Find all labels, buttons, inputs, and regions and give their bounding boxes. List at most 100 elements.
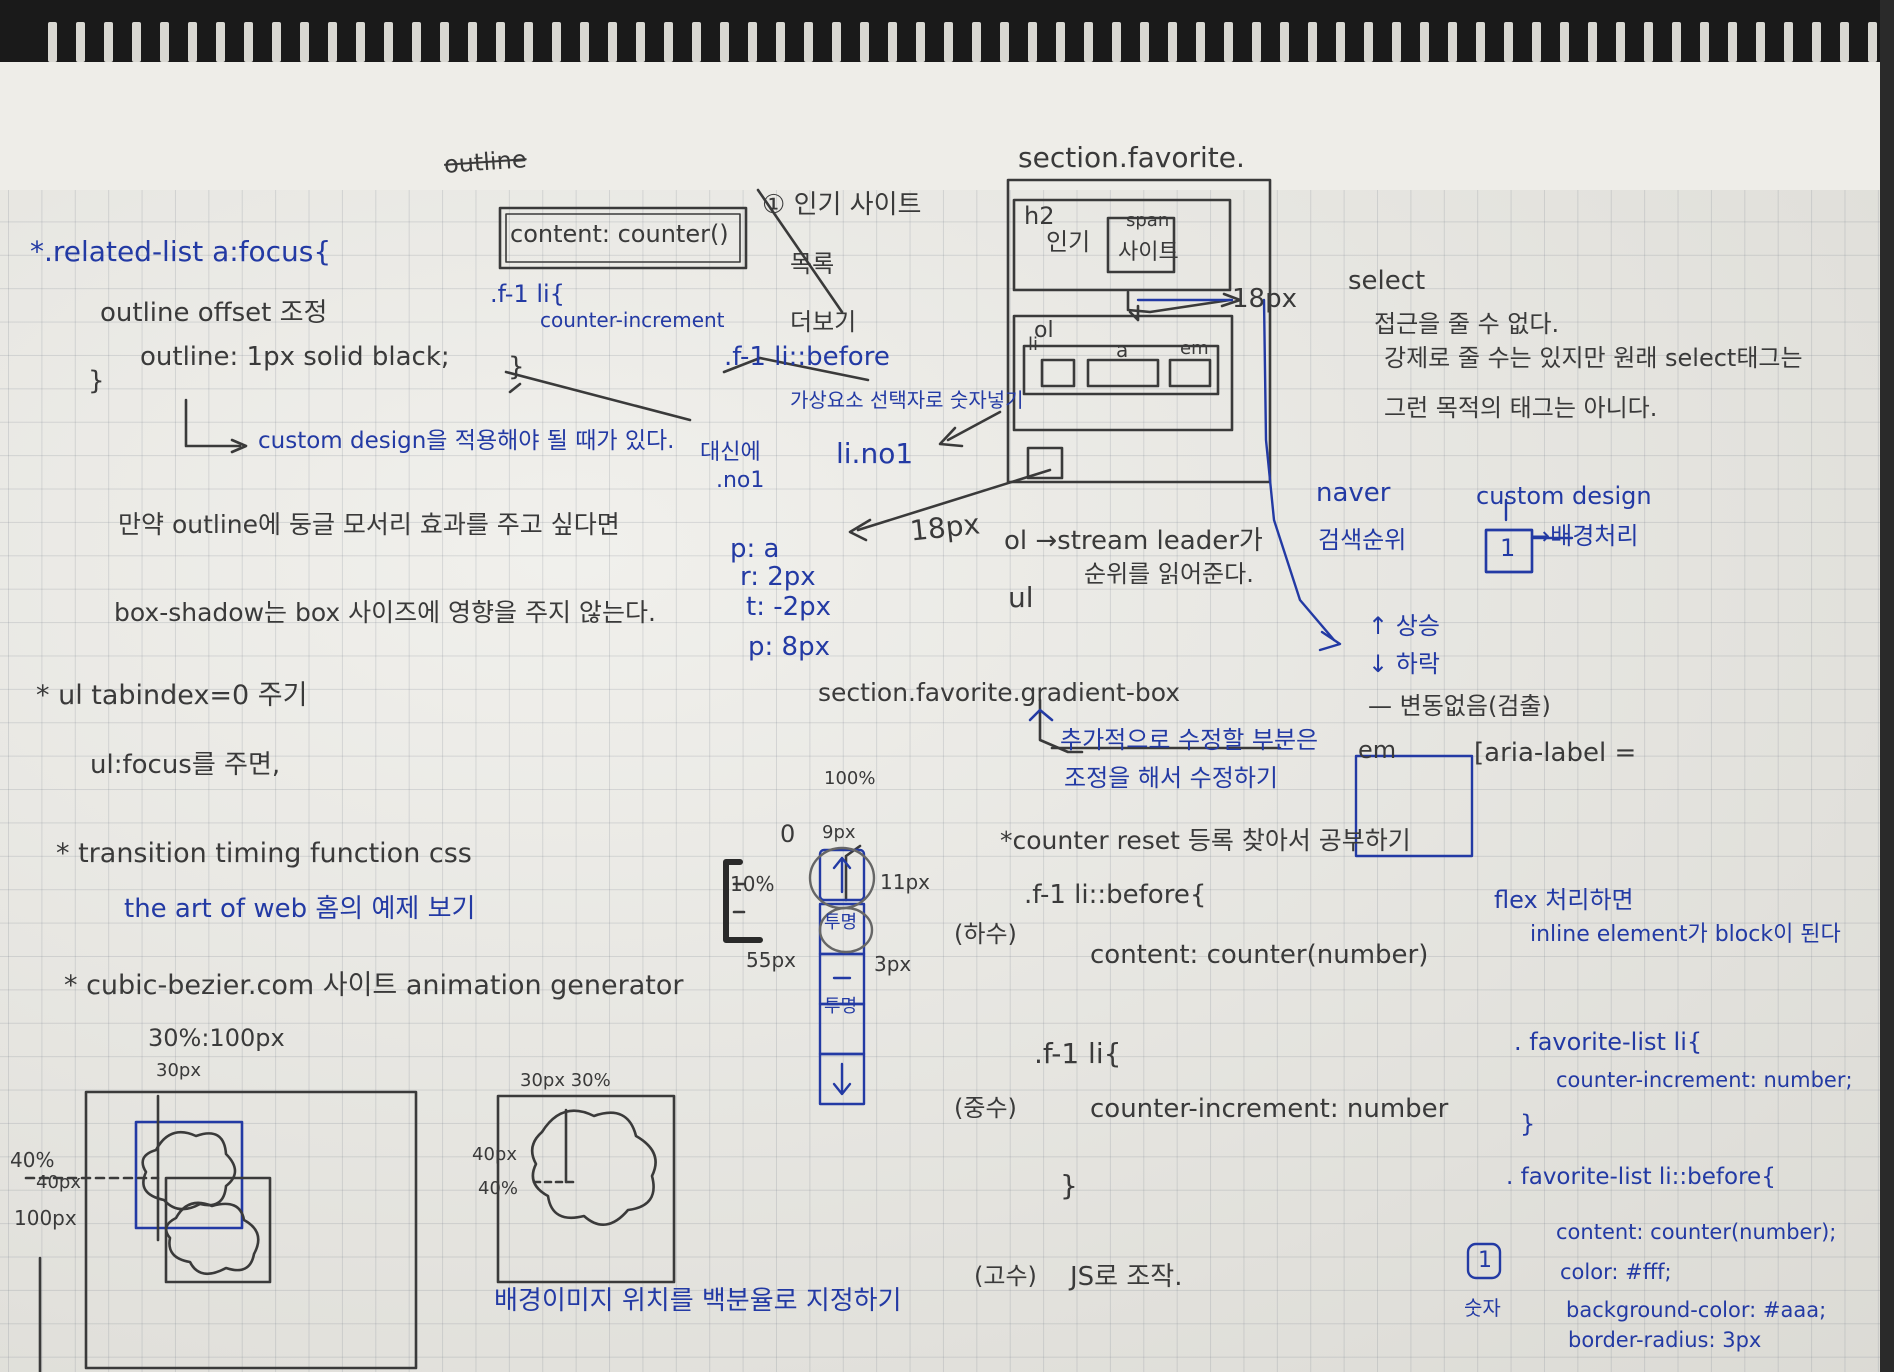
px40-b: 40px <box>472 1144 517 1165</box>
custom-design-note-text: custom design을 적용해야 될 때가 있다. <box>258 428 675 454</box>
spiral-ring <box>944 22 953 62</box>
px100: 100px <box>14 1206 77 1230</box>
favorite-before-text: . favorite-list li::before{ <box>1506 1164 1776 1190</box>
ol-stream-text-2: 순위를 읽어준다. <box>1084 560 1254 588</box>
h2-text: h2 <box>1024 202 1055 230</box>
spiral-ring <box>244 22 253 62</box>
percent10-text: 10% <box>730 872 775 896</box>
search-rank-text: 검색순위 <box>1318 526 1407 554</box>
spiral-ring <box>1812 22 1821 62</box>
percent40: 40% <box>10 1148 55 1172</box>
ol-box <box>1012 314 1234 432</box>
spiral-ring <box>412 22 421 62</box>
f1-before-text: .f-1 li::before{ <box>1024 880 1207 910</box>
spiral-ring <box>552 22 561 62</box>
fix-later-2-text: 조정을 해서 수정하기 <box>1064 764 1278 792</box>
spiral-ring <box>440 22 449 62</box>
circle-1-text: 1 <box>1478 1248 1492 1273</box>
transparent-1-text: 투명 <box>824 912 858 933</box>
f1-li-before-text: .f-1 li::before <box>724 342 890 372</box>
spiral-ring <box>1084 22 1093 62</box>
span-text: span <box>1126 210 1170 231</box>
inline-block-text: inline element가 block이 된다 <box>1530 922 1841 947</box>
spiral-ring <box>1532 22 1541 62</box>
spiral-ring <box>1364 22 1373 62</box>
box-num-text: 1 <box>1500 534 1516 562</box>
spiral-ring <box>1112 22 1121 62</box>
span-box <box>1106 216 1176 274</box>
h2-box <box>1012 198 1232 292</box>
spiral-ring <box>1672 22 1681 62</box>
spiral-ring <box>664 22 673 62</box>
spiral-ring <box>1840 22 1849 62</box>
spiral-ring <box>1448 22 1457 62</box>
bg-position-text: 배경이미지 위치를 백분율로 지정하기 <box>494 1286 902 1316</box>
or-text: 대신에 <box>700 440 761 465</box>
spiral-ring <box>692 22 701 62</box>
px3-text: 3px <box>874 952 912 976</box>
box-shadow-text: box-shadow는 box 사이즈에 영향을 주지 않는다. <box>114 598 656 627</box>
popular-site-text: ① 인기 사이트 <box>762 190 922 220</box>
f1-li-text: .f-1 li{ <box>490 280 565 308</box>
section-favorite-box <box>1006 178 1272 484</box>
spiral-ring <box>608 22 617 62</box>
select-note-3: 그런 목적의 태그는 아니다. <box>1384 394 1658 422</box>
counter-increment-text: counter-increment <box>540 308 725 332</box>
ul-tabindex-text: * ul tabindex=0 주기 <box>36 680 308 711</box>
spiral-ring <box>636 22 645 62</box>
spiral-ring <box>1868 22 1877 62</box>
transition-text: * transition timing function css <box>56 838 472 869</box>
bg-position-frame-1 <box>84 1090 418 1370</box>
content-fav-text: content: counter(number); <box>1556 1220 1837 1244</box>
ul-text: ul <box>1008 581 1034 614</box>
transparent-2-text: 투명 <box>824 996 858 1017</box>
spiral-ring <box>1196 22 1205 62</box>
r-2px-text: r: 2px <box>740 562 816 592</box>
pseudo-element-text: 가상요소 선택자로 숫자넣기 <box>790 388 1024 412</box>
content-counter-text: content: counter() <box>510 220 729 248</box>
spiral-ring <box>160 22 169 62</box>
outline-offset-text: outline offset 조정 <box>100 298 328 328</box>
spiral-ring <box>1000 22 1009 62</box>
px30: 30px <box>156 1060 201 1081</box>
color-fff-text: color: #fff; <box>1560 1260 1672 1284</box>
spiral-ring <box>1504 22 1513 62</box>
spiral-ring <box>580 22 589 62</box>
spiral-ring <box>860 22 869 62</box>
em-box <box>1354 754 1474 858</box>
counter-reset-text: *counter reset 등록 찾아서 공부하기 <box>1000 826 1411 855</box>
spiral-ring <box>524 22 533 62</box>
spiral-ring <box>1308 22 1317 62</box>
px55-text: 55px <box>746 948 796 972</box>
js-text: JS로 조작. <box>1070 1262 1183 1292</box>
divider-line <box>756 188 844 314</box>
section-favorite-text: section.favorite. <box>1018 141 1245 174</box>
close-brace-1: } <box>88 366 105 396</box>
cubic-bezier-text: * cubic-bezier.com 사이트 animation generat… <box>64 970 684 1001</box>
spiral-ring <box>188 22 197 62</box>
spiral-ring <box>720 22 729 62</box>
art-of-web-text: the art of web 홈의 예제 보기 <box>124 894 476 924</box>
favorite-list-li-text: . favorite-list li{ <box>1514 1028 1703 1056</box>
down-text: ↓ 하락 <box>1368 650 1440 678</box>
site-text: 사이트 <box>1118 240 1179 265</box>
close-brace-4: } <box>1520 1110 1536 1138</box>
spiral-ring <box>1056 22 1065 62</box>
list-text: 목록 <box>790 250 835 278</box>
spiral-ring <box>1392 22 1401 62</box>
spiral-ring <box>48 22 57 62</box>
spiral-ring <box>104 22 113 62</box>
counter-increment-fav-text: counter-increment: number; <box>1556 1068 1853 1092</box>
naver-text: naver <box>1316 478 1391 508</box>
related-list-focus-text: *.related-list a:focus{ <box>30 235 332 268</box>
bg-position-frame-2 <box>496 1094 676 1284</box>
spiral-ring <box>1784 22 1793 62</box>
select-note-2: 강제로 줄 수는 있지만 원래 select태그는 <box>1384 344 1803 372</box>
li-box-text: li <box>1028 334 1039 355</box>
page-edge <box>1880 0 1894 1372</box>
percent40-b: 40% <box>478 1178 519 1199</box>
em-box-text: em <box>1180 338 1209 359</box>
spiral-ring <box>216 22 225 62</box>
outline-word: outline <box>443 145 528 179</box>
up-text: ↑ 상승 <box>1368 612 1440 640</box>
